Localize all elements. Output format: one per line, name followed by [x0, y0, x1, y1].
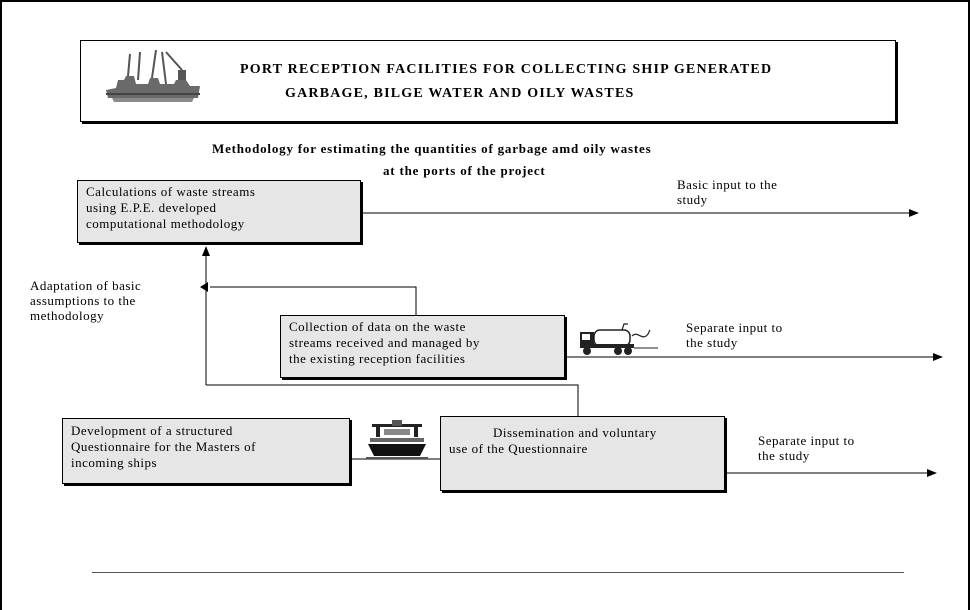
adaptation-line: Adaptation of basic — [30, 278, 142, 293]
adaptation-line: methodology — [30, 308, 105, 323]
link-dissemination-feedback — [206, 384, 579, 416]
link-collection-feedback — [210, 286, 417, 315]
ship-port-icon — [106, 50, 200, 102]
calculations-line: Calculations of waste streams — [86, 184, 256, 199]
diagram-subtitle-line1: Methodology for estimating the quantitie… — [212, 141, 652, 156]
collection-box: Collection of data on the waste streams … — [280, 315, 565, 378]
calculations-line: computational methodology — [86, 216, 245, 231]
basic-input-line: Basic input to the — [677, 177, 778, 192]
collection-line: Collection of data on the waste — [289, 319, 466, 334]
dissemination-line: use of the Questionnaire — [449, 441, 588, 456]
dissemination-box: Dissemination and voluntary use of the Q… — [440, 416, 725, 491]
calculations-line: using E.P.E. developed — [86, 200, 217, 215]
header-title-line2: GARBAGE, BILGE WATER AND OILY WASTES — [285, 86, 635, 101]
separate-input-label-1: Separate input to the study — [686, 320, 783, 350]
adaptation-line: assumptions to the — [30, 293, 136, 308]
development-box: Development of a structured Questionnair… — [62, 418, 350, 484]
arrowhead-adaptation — [200, 282, 208, 292]
ship-icon — [366, 420, 428, 459]
header-banner — [80, 40, 896, 122]
development-line: Development of a structured — [71, 423, 233, 438]
separate-input-label-2: Separate input to the study — [758, 433, 855, 463]
diagram-subtitle-line2: at the ports of the project — [383, 163, 546, 178]
development-line: Questionnaire for the Masters of — [71, 439, 256, 454]
separate-input-line: the study — [686, 335, 738, 350]
header-title-line1: PORT RECEPTION FACILITIES FOR COLLECTING… — [240, 62, 773, 77]
collection-line: streams received and managed by — [289, 335, 480, 350]
basic-input-line: study — [677, 192, 708, 207]
collection-line: the existing reception facilities — [289, 351, 466, 366]
basic-input-label: Basic input to the study — [677, 177, 777, 207]
adaptation-label: Adaptation of basic assumptions to the m… — [30, 278, 141, 323]
dissemination-line: Dissemination and voluntary — [493, 425, 657, 440]
bottom-divider — [92, 572, 904, 573]
separate-input-line: Separate input to — [686, 320, 783, 335]
separate-input-line: the study — [758, 448, 810, 463]
calculations-box: Calculations of waste streams using E.P.… — [77, 180, 361, 243]
tanker-truck-icon — [580, 323, 658, 355]
separate-input-line: Separate input to — [758, 433, 855, 448]
development-line: incoming ships — [71, 455, 158, 470]
